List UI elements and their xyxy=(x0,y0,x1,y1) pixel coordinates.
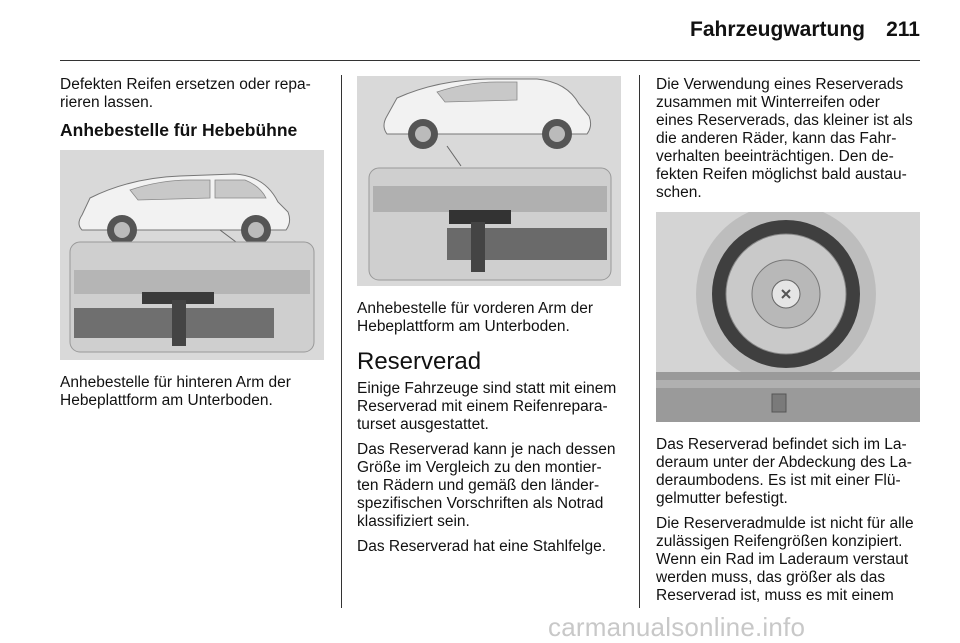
watermark: carmanualsonline.info xyxy=(548,612,806,642)
front-lift-point-figure xyxy=(357,76,621,286)
front-lift-caption: Anhebestelle für vorderen Arm der Hebepl… xyxy=(357,300,594,335)
header-title: Fahrzeugwartung xyxy=(690,18,866,41)
spare-wheel-location-para: Das Reserverad befindet sich im La- dera… xyxy=(656,436,912,507)
spare-wheel-para-2: Das Reserverad kann je nach dessen Größe… xyxy=(357,441,616,530)
column-divider-1 xyxy=(341,75,342,608)
spare-wheel-para-3: Das Reserverad hat eine Stahlfelge. xyxy=(357,538,607,555)
spare-wheel-well-para: Die Reserveradmulde ist nicht für alle z… xyxy=(656,515,914,604)
section-heading-lift-point: Anhebestelle für Hebebühne xyxy=(60,120,298,140)
column-1: Defekten Reifen ersetzen oder repa- rier… xyxy=(60,76,330,417)
page-number: 211 xyxy=(886,18,920,41)
rear-lift-point-figure xyxy=(60,150,324,360)
column-2: Anhebestelle für vorderen Arm der Hebepl… xyxy=(357,76,625,563)
header-rule xyxy=(60,60,920,61)
spare-wheel-para-1: Einige Fahrzeuge sind statt mit einem Re… xyxy=(357,380,617,433)
section-heading-spare-wheel: Reserverad xyxy=(357,348,482,375)
winter-tyre-para: Die Verwendung eines Reserverads zusamme… xyxy=(656,76,913,201)
rear-lift-caption: Anhebestelle für hinteren Arm der Hebepl… xyxy=(60,374,291,409)
column-3: Die Verwendung eines Reserverads zusamme… xyxy=(656,76,922,612)
column-divider-2 xyxy=(639,75,640,608)
spare-wheel-figure xyxy=(656,212,920,422)
intro-text: Defekten Reifen ersetzen oder repa- rier… xyxy=(60,76,311,111)
